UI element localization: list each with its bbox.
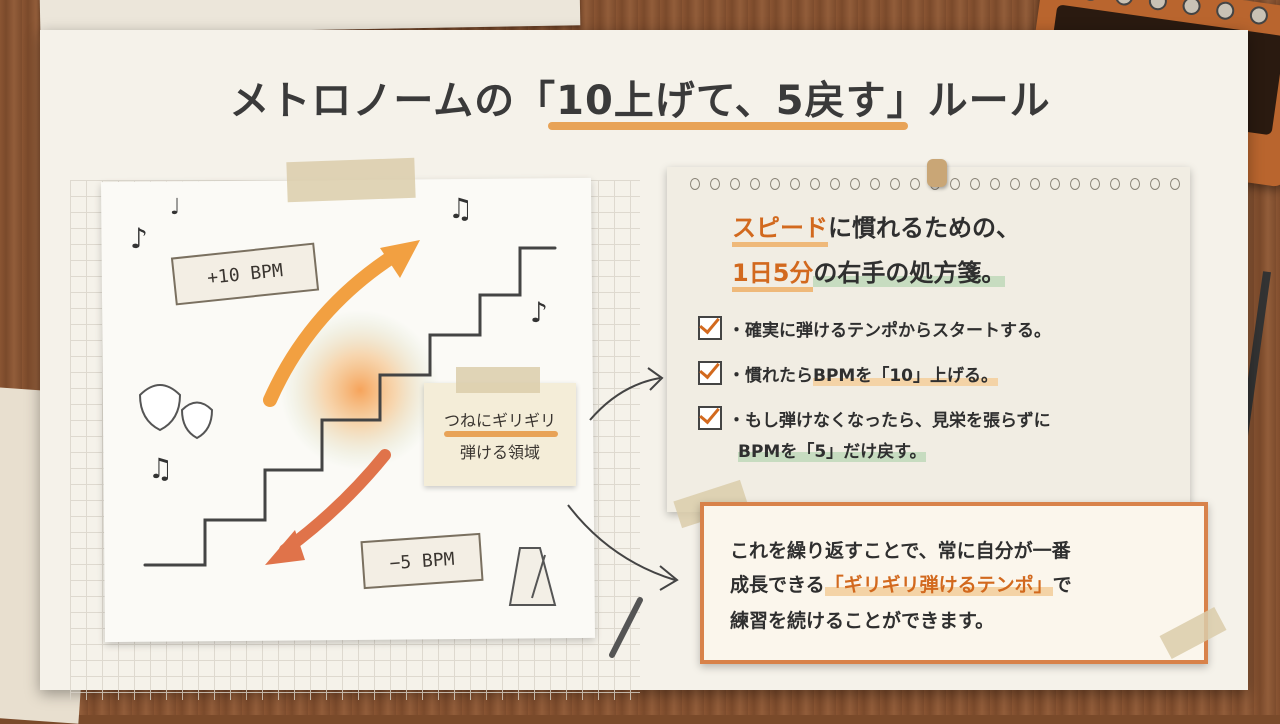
sticky-note: つねにギリギリ 弾ける領域 — [424, 367, 576, 486]
arrow-up-icon — [263, 248, 402, 407]
guitar-pick-icon — [138, 384, 182, 432]
guitar-pick-icon-2 — [180, 401, 214, 440]
music-note-icon-5: ♫ — [148, 452, 174, 485]
title-underline — [548, 122, 908, 130]
pushpin-icon — [927, 159, 947, 187]
music-note-icon-2: ♩ — [170, 195, 181, 220]
summary-line-2: 成長できる「ギリギリ弾けるテンポ」で — [730, 574, 1072, 596]
list-item: ・慣れたらBPMを「10」上げる。 — [698, 361, 998, 386]
music-note-icon: ♪ — [130, 222, 148, 255]
summary-line-3: 練習を続けることができます。 — [730, 610, 995, 632]
checkbox-icon — [698, 406, 722, 430]
connector-arrow-2 — [567, 504, 676, 581]
page-title: メトロノームの「10上げて、5戻す」ルール — [229, 78, 1051, 124]
checkbox-icon — [698, 361, 722, 385]
list-item: ・確実に弾けるテンポからスタートする。 — [698, 316, 1051, 341]
glow-spot — [280, 310, 440, 470]
pencil-icon — [609, 597, 643, 658]
summary-line-1: これを繰り返すことで、常に自分が一番 — [730, 540, 1071, 562]
staircase-line — [143, 246, 557, 567]
card-heading-2: 1日5分の右手の処方箋。 — [732, 253, 1006, 292]
checkbox-icon — [698, 316, 722, 340]
arrow-down-head — [265, 530, 305, 565]
connector-arrow-1 — [589, 377, 661, 421]
summary-box: これを繰り返すことで、常に自分が一番 成長できる「ギリギリ弾けるテンポ」で 練習… — [700, 502, 1208, 664]
card-heading-1: スピードに慣れるための、 — [732, 208, 1020, 247]
sticky-line-1: つねにギリギリ — [443, 411, 556, 430]
sticky-line-2: 弾ける領域 — [459, 443, 540, 462]
tag-minus-bpm: −5 BPM — [360, 532, 484, 590]
arrow-up-head — [380, 240, 420, 278]
notebook-holes — [690, 178, 1180, 190]
music-note-icon-3: ♫ — [448, 192, 474, 225]
music-note-icon-4: ♪ — [530, 296, 548, 329]
